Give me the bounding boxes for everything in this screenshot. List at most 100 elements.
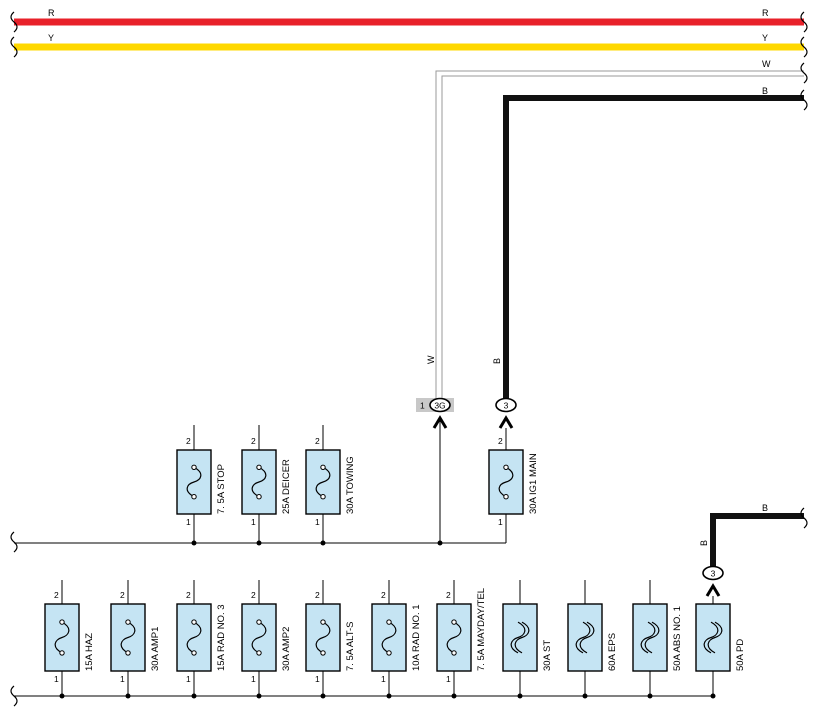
- top-fuse-0: 217. 5A STOP: [176, 425, 227, 543]
- junction-dot: [386, 693, 392, 699]
- bus-r: R R: [10, 8, 808, 33]
- junction-dot: [582, 693, 588, 699]
- bus-bottom-group: [10, 685, 713, 707]
- junction-dot: [517, 693, 523, 699]
- fuse-terminal: [125, 650, 131, 656]
- fuse-pin-bottom: 1: [251, 674, 256, 684]
- bottom-fuse-10: 50A PD: [695, 596, 746, 699]
- fusible-link-icon: [707, 621, 723, 654]
- fuse-label: 30A TOWING: [345, 456, 356, 514]
- fuse-terminal: [386, 650, 392, 656]
- fuse-terminal: [191, 650, 197, 656]
- fuse-element-icon: [446, 621, 462, 654]
- fuse-body: [632, 603, 668, 672]
- fuse-pin-bottom: 1: [498, 517, 503, 527]
- fuse-terminal: [451, 619, 457, 625]
- break-mark: [800, 36, 808, 58]
- break-mark: [800, 507, 808, 529]
- connector-3-pd-label: 3: [711, 569, 716, 579]
- bottom-fuse-7: 30A ST: [502, 580, 553, 699]
- fusible-link-icon: [640, 621, 656, 654]
- fuse-pin-bottom: 1: [186, 517, 191, 527]
- top-fuse-3: 2 1 30A IG1 MAIN: [488, 428, 539, 543]
- fuse-element-icon: [186, 621, 202, 654]
- fuse-terminal: [503, 494, 509, 500]
- wire-w-label-vertical: W: [426, 355, 436, 364]
- fusible-link-icon: [579, 621, 595, 654]
- wire-y-label-left: Y: [48, 33, 54, 43]
- fuse-label: 60A EPS: [607, 633, 618, 671]
- junction-dot: [320, 693, 326, 699]
- fuse-label: 7. 5A MAYDAY/TEL: [476, 588, 487, 671]
- wire-w-label-right: W: [762, 59, 771, 69]
- fuse-pin-top: 2: [251, 436, 256, 446]
- connector-3-pd: [702, 565, 724, 581]
- fuse-label: 50A ABS NO. 1: [672, 606, 683, 671]
- fuse-pin-top: 2: [120, 590, 125, 600]
- fuse-pin-bottom: 1: [315, 517, 320, 527]
- fuse-pin-bottom: 1: [446, 674, 451, 684]
- fuse-body: [695, 603, 731, 672]
- wire-y-label-right: Y: [762, 33, 768, 43]
- junction-dot: [191, 693, 197, 699]
- chevron-up-icon: [705, 583, 721, 597]
- fuse-element-icon: [186, 466, 202, 498]
- fuse-label: 30A ST: [542, 640, 553, 671]
- fuse-terminal: [256, 650, 262, 656]
- wire-b-label-vertical: B: [492, 358, 502, 364]
- junction-dot: [437, 540, 443, 546]
- wire-r-label-left: R: [48, 8, 55, 18]
- bus-top-group: [10, 531, 506, 553]
- junction-dot: [451, 693, 457, 699]
- wire-b-pd-label-vertical: B: [699, 540, 709, 546]
- fuse-pin-top: 2: [446, 590, 451, 600]
- chevron-up-icon: [432, 415, 448, 429]
- fuse-element-icon: [251, 466, 267, 498]
- wire-b-pd-label-right: B: [762, 503, 768, 513]
- fuse-terminal: [503, 464, 509, 470]
- junction-dot: [59, 693, 65, 699]
- fuse-pin-top: 2: [54, 590, 59, 600]
- fuse-label: 15A HAZ: [84, 633, 95, 671]
- fuse-pin-bottom: 1: [251, 517, 256, 527]
- junction-dot: [125, 693, 131, 699]
- fuse-terminal: [320, 494, 326, 500]
- fuse-body: [502, 603, 538, 672]
- fuse-element-icon: [498, 466, 514, 498]
- fuse-element-icon: [315, 466, 331, 498]
- fuse-label: 15A RAD NO. 3: [216, 604, 227, 671]
- fuse-terminal: [59, 650, 65, 656]
- fuse-pin-bottom: 1: [120, 674, 125, 684]
- bottom-fuse-9: 50A ABS NO. 1: [632, 580, 683, 699]
- connector-3g-pin: 1: [420, 401, 425, 411]
- fuse-element-icon: [315, 621, 331, 654]
- junction-dot: [710, 693, 716, 699]
- fuse-pin-top: 2: [498, 436, 503, 446]
- fuse-terminal: [320, 464, 326, 470]
- fuse-body: [567, 603, 603, 672]
- fuse-pin-top: 2: [315, 590, 320, 600]
- break-mark: [10, 531, 18, 553]
- fusible-link-icon: [510, 621, 526, 654]
- bottom-fuse-6: 2 1 7. 5A MAYDAY/TEL: [436, 580, 487, 699]
- wire-w: W W: [426, 59, 808, 398]
- fuse-terminal: [125, 619, 131, 625]
- bottom-fuse-4: 217. 5A ALT-S: [305, 580, 356, 699]
- fuse-terminal: [191, 464, 197, 470]
- bottom-fuse-8: 60A EPS: [567, 580, 618, 699]
- fuse-pin-top: 2: [381, 590, 386, 600]
- fuse-element-icon: [251, 621, 267, 654]
- fuse-terminal: [451, 650, 457, 656]
- fuse-terminal: [191, 494, 197, 500]
- fuse-terminal: [320, 619, 326, 625]
- fuse-label: 30A IG1 MAIN: [528, 453, 539, 514]
- fuse-element-icon: [381, 621, 397, 654]
- fuse-pin-top: 2: [315, 436, 320, 446]
- fuse-label: 7. 5A STOP: [216, 464, 227, 514]
- fuse-element-icon: [120, 621, 136, 654]
